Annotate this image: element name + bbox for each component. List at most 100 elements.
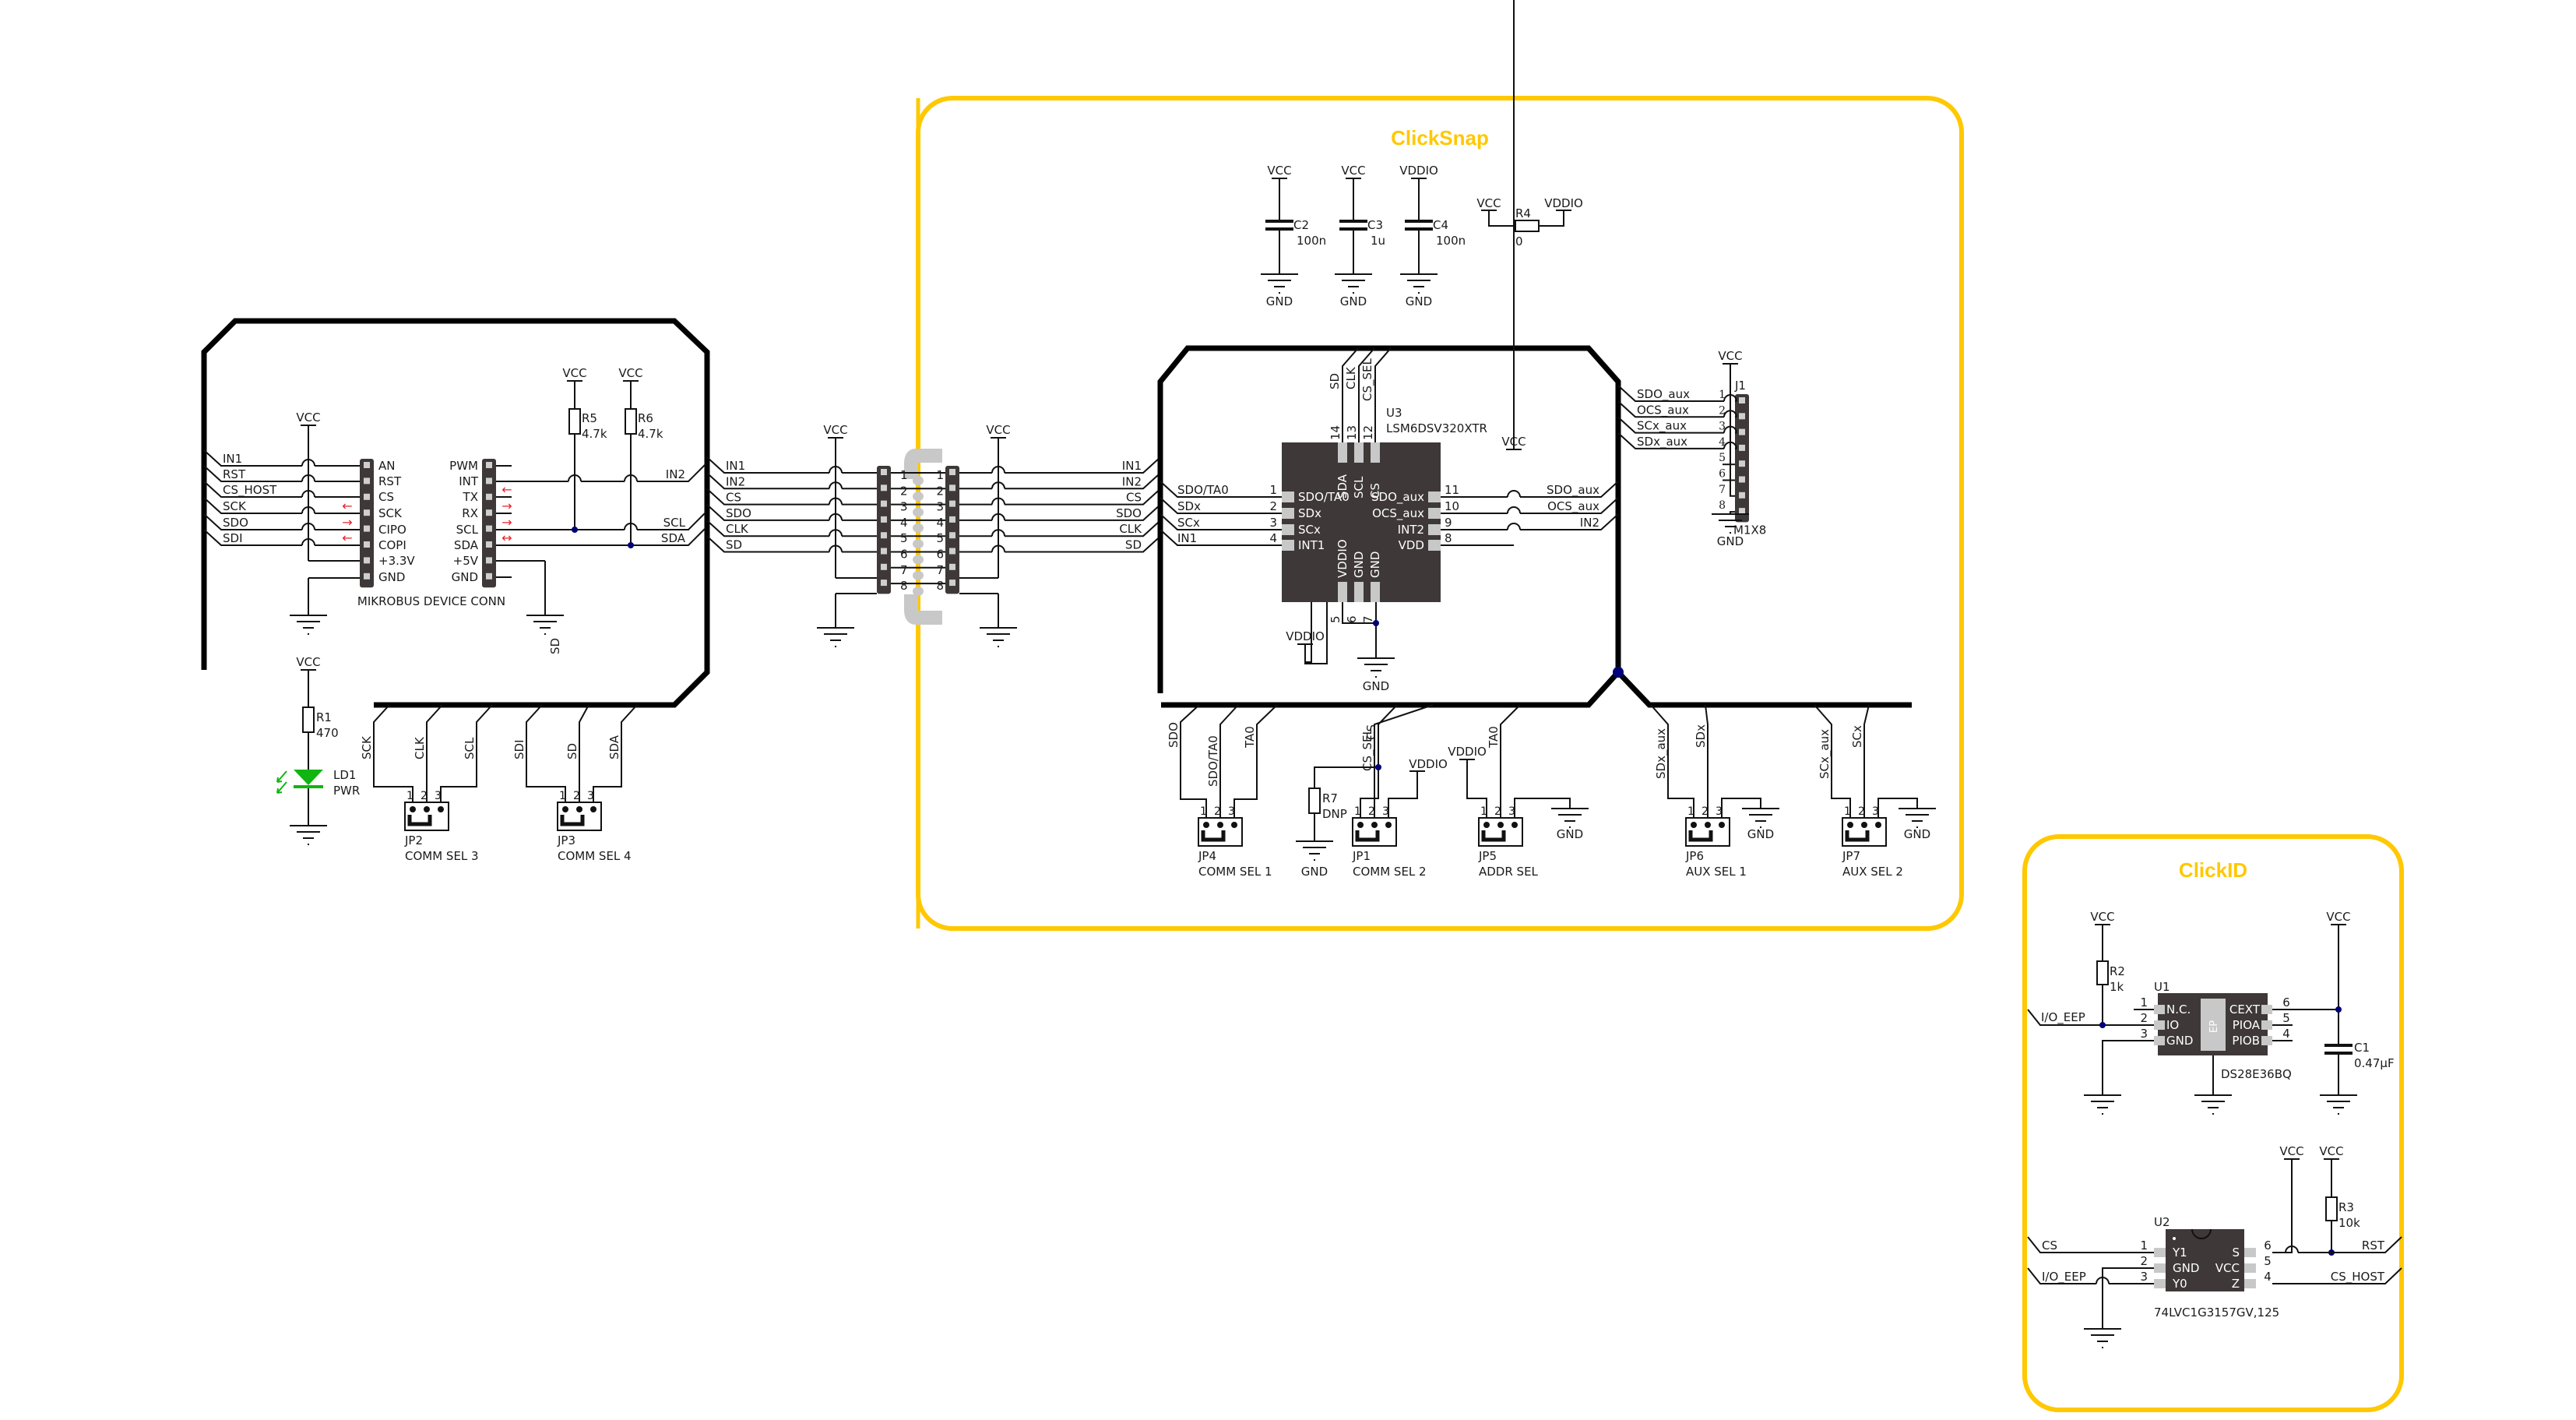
arrow-icon: → — [501, 515, 512, 530]
snap-bracket-bottom — [904, 594, 942, 625]
pin-label: CIPO — [378, 523, 406, 537]
pin-name: GND — [1352, 551, 1366, 578]
pin-name: S — [2232, 1246, 2240, 1260]
pin-number: 1 — [1269, 483, 1277, 497]
capacitor-c3 — [1339, 220, 1367, 223]
led-icon — [294, 770, 323, 785]
r1-resistor — [302, 706, 315, 733]
net-label: IN2 — [1122, 474, 1142, 488]
header-pin — [949, 469, 955, 475]
net-label-rst: RST — [223, 467, 246, 481]
header-pin — [881, 500, 887, 507]
pin-name: SDA — [1336, 474, 1350, 499]
pin-label: RST — [378, 474, 402, 488]
pin-label: SCK — [378, 506, 403, 520]
gnd-icon — [1399, 273, 1438, 294]
pin-name: SDx — [1298, 506, 1321, 520]
net-label: GND — [1557, 827, 1583, 841]
u2-vcc: VCC — [2279, 1144, 2303, 1158]
net-label: SDO — [726, 506, 751, 520]
header-pin — [949, 548, 955, 555]
net-label: IN2 — [1580, 516, 1599, 530]
pin-name: CEXT — [2229, 1002, 2261, 1017]
pin-name: IO — [2166, 1018, 2179, 1032]
j1-gnd: GND — [1717, 534, 1744, 548]
net-in2-right: IN2 — [666, 467, 685, 481]
r6-vcc: VCC — [618, 366, 642, 380]
gnd-icon — [289, 615, 328, 635]
u3-ref: U3 — [1386, 406, 1402, 420]
header-pin — [364, 493, 370, 500]
net-label: IN2 — [726, 474, 745, 488]
r7-resistor — [1308, 788, 1321, 814]
net-label: RST — [2362, 1239, 2385, 1253]
gnd-icon — [2083, 1328, 2122, 1348]
net-label: OCS_aux — [1637, 403, 1689, 418]
header-pin — [364, 573, 370, 580]
header-pin — [949, 484, 955, 492]
net-label: SDx_aux — [1654, 728, 1669, 779]
net-label: CLK — [1119, 522, 1142, 536]
capacitor-c2 — [1265, 220, 1293, 223]
net-label: SD — [1328, 373, 1342, 389]
pin-number: 2 — [900, 484, 908, 498]
direction-arrows: ←→←←→→↔ — [342, 482, 512, 545]
pin-name: PIOA — [2233, 1018, 2261, 1032]
pin-name: PIOB — [2232, 1034, 2260, 1048]
pin-name: OCS_aux — [1372, 506, 1424, 521]
pin-number: 3 — [1228, 805, 1235, 818]
r4-value: 0 — [1515, 234, 1523, 248]
pin-name: N.C. — [2166, 1002, 2191, 1017]
j1-part: M1X8 — [1733, 523, 1766, 537]
net-label: SCx — [1850, 725, 1864, 748]
gnd-icon — [1334, 273, 1373, 294]
jumper-ref: JP3 — [557, 833, 575, 847]
net-label: GND — [1904, 827, 1930, 841]
header-pin — [1739, 492, 1745, 499]
pin-number: 3 — [1719, 421, 1726, 433]
net-label: CS — [726, 491, 741, 505]
jumper-name: COMM SEL 2 — [1353, 865, 1427, 879]
net-label: I/O_EEP — [2042, 1270, 2086, 1284]
gnd-icon — [1357, 657, 1395, 678]
header-pin — [486, 477, 492, 484]
pin-label: PWM — [449, 459, 478, 473]
pin-number: 6 — [1719, 468, 1726, 481]
header-pin — [881, 469, 887, 475]
r5-resistor — [568, 408, 581, 435]
u3-part: LSM6DSV320XTR — [1386, 421, 1487, 435]
net-label: SDA — [607, 735, 621, 759]
pin-label: +5V — [453, 554, 479, 568]
cap-value: 100n — [1436, 234, 1466, 248]
net-label: CLK — [726, 522, 749, 536]
header-pin — [364, 525, 370, 532]
pin-name: SCL — [1352, 476, 1366, 499]
arrow-icon: ← — [342, 499, 352, 513]
pin-number: 8 — [936, 579, 944, 593]
net-label: SD — [565, 743, 579, 759]
pin-label: GND — [378, 570, 405, 584]
cap-supply: VCC — [1341, 164, 1365, 178]
jumper-name: COMM SEL 1 — [1198, 865, 1272, 879]
header-pin — [486, 525, 492, 532]
pin-name: SCx — [1298, 523, 1321, 537]
net-label: CLK — [1344, 366, 1358, 389]
net-scl-right: SCL — [663, 516, 686, 530]
net-label: SCK — [360, 735, 374, 759]
cap-supply: VDDIO — [1399, 164, 1438, 178]
header-pin — [486, 493, 492, 500]
net-label: SCx_aux — [1637, 419, 1687, 434]
pin-number: 5 — [2282, 1011, 2290, 1025]
pin-name: Y1 — [2172, 1246, 2187, 1260]
header-pin — [364, 541, 370, 548]
net-label: SCL — [463, 737, 477, 759]
pin-number: 4 — [900, 516, 908, 530]
mikrobus-sd-label: SD — [548, 638, 562, 654]
header-pin — [1739, 460, 1745, 467]
pin-number: 1 — [1354, 805, 1361, 818]
header-pin — [949, 500, 955, 507]
clickid-frame — [2022, 834, 2404, 1412]
pin-number: 2 — [421, 790, 428, 802]
pin-number: 1 — [1200, 805, 1207, 818]
